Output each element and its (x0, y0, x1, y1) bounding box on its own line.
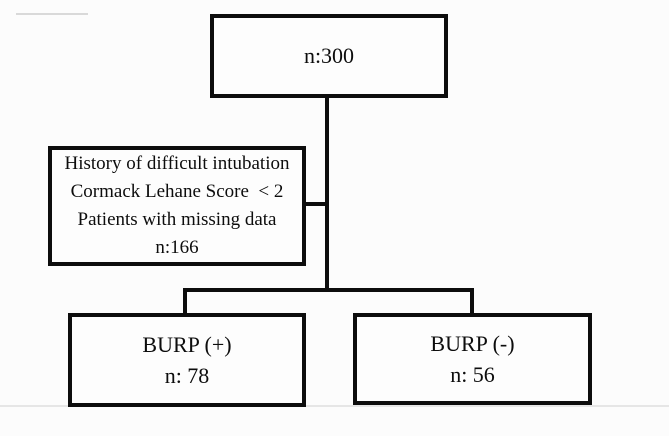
exclusion-reason-2: Cormack Lehane Score < 2 (70, 181, 284, 202)
box-burp-negative: BURP (-) n: 56 (353, 313, 592, 405)
connector-drop-burp-negative (470, 290, 474, 316)
connector-drop-burp-positive (183, 290, 187, 316)
connector-branch-horizontal (183, 288, 474, 292)
exclusion-reason-1: History of difficult intubation (64, 153, 290, 174)
burp-negative-count: n: 56 (450, 362, 495, 387)
connector-excluded-stub (302, 202, 329, 206)
burp-negative-title: BURP (-) (430, 331, 515, 356)
scan-artifact-line-top (16, 13, 88, 15)
box-excluded-patients: History of difficult intubation Cormack … (48, 146, 306, 266)
connector-vertical-main (325, 96, 329, 292)
excluded-count: n:166 (155, 237, 199, 258)
box-total-patients: n:300 (210, 14, 448, 98)
burp-positive-title: BURP (+) (142, 332, 232, 357)
burp-positive-count: n: 78 (164, 363, 210, 388)
scan-artifact-line-bottom (0, 405, 669, 407)
total-patients-label: n:300 (303, 43, 355, 68)
exclusion-reason-3: Patients with missing data (77, 209, 277, 230)
box-burp-positive: BURP (+) n: 78 (68, 313, 306, 407)
